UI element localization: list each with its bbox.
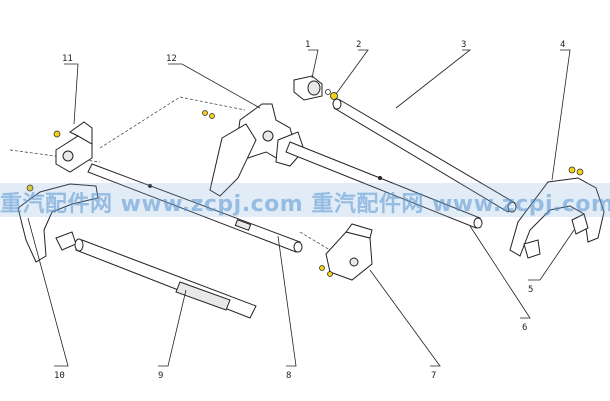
assembly-line-7: [299, 231, 331, 251]
leader-2: [335, 49, 369, 95]
part-7-bracket: [319, 223, 373, 281]
callout-3: 3: [461, 40, 466, 50]
leader-6: [469, 225, 531, 319]
part-6-rail: [285, 141, 483, 229]
leader-12: [168, 63, 261, 109]
callout-9: 9: [158, 371, 163, 381]
part-2-nut: [325, 89, 338, 100]
callout-1: 1: [305, 40, 310, 50]
leader-5: [528, 229, 575, 281]
callout-4: 4: [560, 40, 565, 50]
leader-11: [64, 63, 79, 125]
callout-2: 2: [356, 40, 361, 50]
leader-4: [551, 49, 571, 181]
part-8-rail: [87, 163, 303, 253]
callout-7: 7: [431, 371, 436, 381]
part-9-shaft: [74, 238, 257, 319]
leader-7: [369, 269, 441, 367]
part-3-shaft: [332, 98, 517, 213]
callout-6: 6: [522, 323, 527, 333]
callout-12: 12: [166, 54, 177, 64]
leader-3: [395, 49, 472, 109]
callout-11: 11: [62, 54, 73, 64]
leader-9: [158, 289, 187, 367]
assembly-line-12: [99, 96, 246, 149]
part-1-block: [293, 75, 323, 101]
part-11-clamp: [53, 121, 93, 173]
callout-8: 8: [286, 371, 291, 381]
callout-5: 5: [528, 285, 533, 295]
leader-8: [277, 235, 297, 367]
part-4-fork: [509, 166, 605, 259]
leader-1: [308, 49, 319, 79]
callout-10: 10: [54, 371, 65, 381]
watermark-band: [0, 183, 610, 217]
watermark-text: 重汽配件网 www.zcpj.com 重汽配件网 www.zcpj.com: [0, 192, 610, 217]
leader-10: [27, 217, 69, 367]
